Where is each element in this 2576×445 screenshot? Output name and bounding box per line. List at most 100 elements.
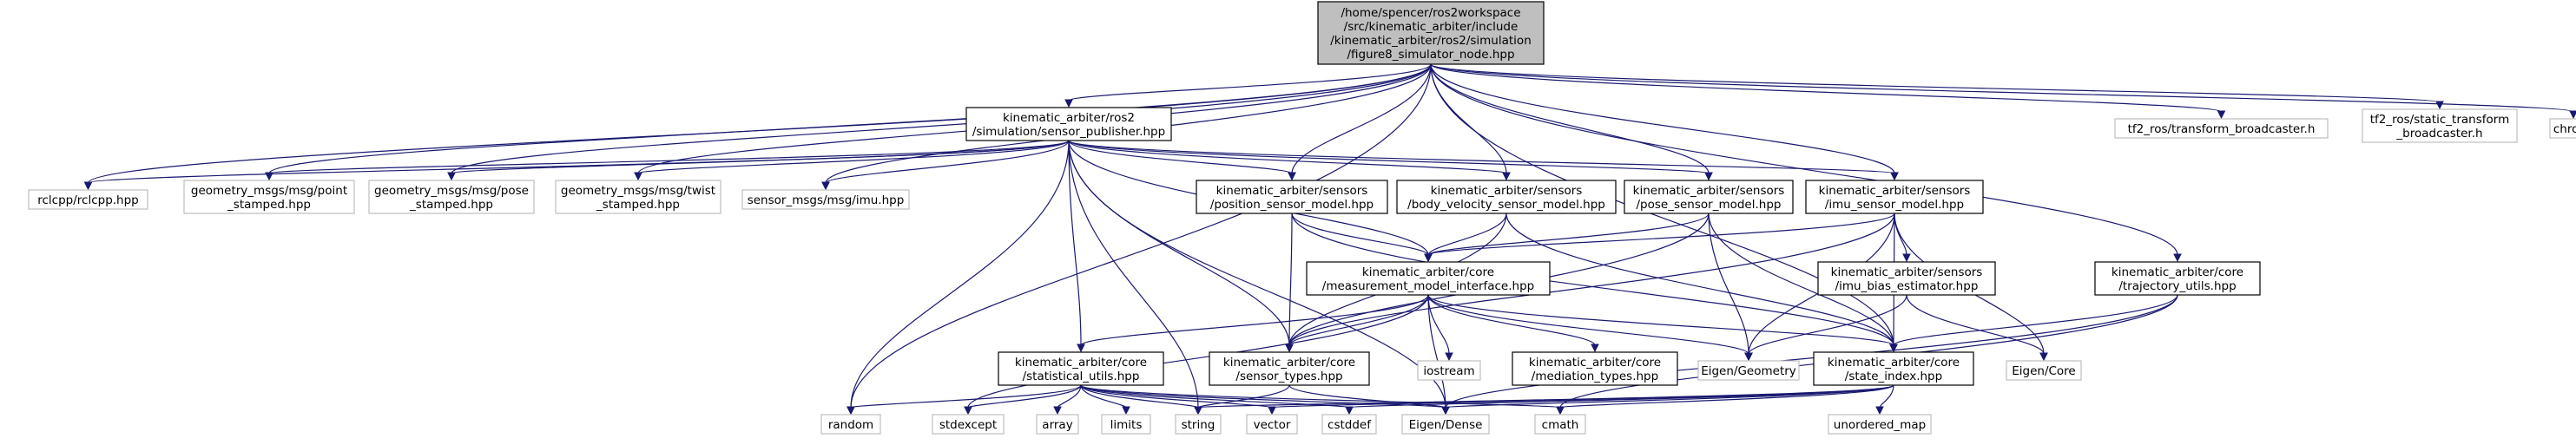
edge-sensor_types-to-eigen_dense (1288, 384, 1446, 409)
node-box (28, 189, 148, 210)
node-pose-stamped: geometry_msgs/msg/pose_stamped.hpp (368, 180, 535, 214)
edge-arrowhead-state_index-to-unordered_map (1875, 406, 1884, 416)
node-label-line: _stamped.hpp (596, 198, 680, 212)
node-sensor-types[interactable]: kinematic_arbiter/core/sensor_types.hpp (1209, 351, 1370, 386)
edge-arrowhead-sensor_publisher-to-pose_stamped (447, 172, 456, 181)
edge-body_velocity_sensor-to-measurement_model (1427, 213, 1507, 256)
edge-arrowhead-sensor_publisher-to-pose_sensor (1704, 172, 1713, 181)
edge-arrowhead-statistical_utils-to-limits (1122, 406, 1130, 416)
edge-root-to-chrono (1430, 63, 2574, 113)
node-box (1175, 414, 1222, 435)
node-label-line: /src/kinematic_arbiter/include (1344, 20, 1519, 34)
node-box (965, 107, 1172, 141)
edge-sensor_publisher-to-imu_msg (825, 140, 1070, 184)
node-box (2362, 108, 2518, 143)
edge-arrowhead-measurement_model-to-iostream (1445, 352, 1453, 362)
node-label-line: kinematic_arbiter/sensors (1431, 184, 1583, 198)
node-box (1101, 414, 1151, 435)
edge-sensor_publisher-to-pose_stamped (451, 140, 1070, 174)
node-label-line: cstddef (1328, 418, 1372, 432)
node-box (2114, 118, 2329, 139)
node-label-line: geometry_msgs/msg/point (191, 184, 347, 198)
node-box (1697, 360, 1800, 381)
node-label-line: kinematic_arbiter/core (1223, 356, 1355, 370)
node-box (1209, 351, 1370, 386)
node-unordered-map: unordered_map (1828, 414, 1932, 435)
node-cmath: cmath (1534, 414, 1586, 435)
edge-statistical_utils-to-cstddef (1080, 384, 1350, 409)
node-state-index[interactable]: kinematic_arbiter/core/state_index.hpp (1813, 351, 1974, 386)
node-body-velocity-sensor[interactable]: kinematic_arbiter/sensors/body_velocity_… (1396, 180, 1617, 214)
node-box (1828, 414, 1932, 435)
node-label-line: kinematic_arbiter/core (2112, 265, 2243, 279)
edge-arrowhead-state_index-to-vector (1268, 406, 1276, 416)
node-pose-sensor[interactable]: kinematic_arbiter/sensors/pose_sensor_mo… (1624, 180, 1794, 214)
node-label-line: _stamped.hpp (227, 198, 311, 212)
edge-arrowhead-trajectory_utils-to-state_index (1889, 344, 1898, 353)
node-box (1817, 261, 1996, 296)
node-label-line: /state_index.hpp (1845, 370, 1942, 383)
node-label-line: kinematic_arbiter/core (1362, 265, 1494, 279)
node-box (1317, 1, 1545, 65)
node-label-line: _broadcaster.h (2395, 127, 2482, 141)
node-box (741, 189, 910, 210)
edge-arrowhead-measurement_model-to-sensor_types (1285, 344, 1294, 353)
node-box (183, 180, 355, 214)
edge-trajectory_utils-to-state_index (1893, 294, 2178, 346)
edge-root-to-tf2_static (1430, 63, 2441, 103)
edge-arrowhead-state_index-to-cstddef (1345, 406, 1354, 416)
edge-statistical_utils-to-vector (1080, 384, 1273, 409)
edge-root-to-point_stamped (268, 63, 1432, 174)
edge-root-to-random (850, 63, 1432, 409)
node-mediation-types[interactable]: kinematic_arbiter/core/mediation_types.h… (1512, 351, 1678, 386)
edge-arrowhead-root-to-tf2_transform (2217, 110, 2226, 120)
node-label-line: /mediation_types.hpp (1532, 370, 1658, 383)
node-box (1036, 414, 1079, 435)
node-label-line: /figure8_simulator_node.hpp (1347, 48, 1514, 62)
node-label-line: /position_sensor_model.hpp (1210, 198, 1374, 212)
node-box (1624, 180, 1794, 214)
node-eigen-core: Eigen/Core (2006, 360, 2082, 381)
edge-arrowhead-sensor_publisher-to-twist_stamped (634, 172, 642, 181)
node-label-line: /imu_sensor_model.hpp (1825, 198, 1964, 212)
edge-state_index-to-cmath (1559, 384, 1894, 409)
node-label-line: cmath (1542, 418, 1579, 432)
node-imu-sensor[interactable]: kinematic_arbiter/sensors/imu_sensor_mod… (1805, 180, 1984, 214)
node-position-sensor[interactable]: kinematic_arbiter/sensors/position_senso… (1196, 180, 1388, 214)
node-box (1196, 180, 1388, 214)
node-label-line: /statistical_utils.hpp (1023, 370, 1140, 383)
node-measurement-model[interactable]: kinematic_arbiter/core/measurement_model… (1306, 261, 1551, 296)
edge-root-to-state_index (1430, 63, 1894, 346)
edge-statistical_utils-to-random (850, 384, 1082, 409)
edge-arrowhead-measurement_model-to-statistical_utils (1077, 344, 1085, 353)
edge-sensor_publisher-to-imu_sensor (1068, 140, 1895, 174)
node-root[interactable]: /home/spencer/ros2workspace/src/kinemati… (1317, 1, 1545, 65)
node-trajectory-utils[interactable]: kinematic_arbiter/core/trajectory_utils.… (2094, 261, 2261, 296)
node-label-line: /imu_bias_estimator.hpp (1835, 279, 1979, 293)
edge-arrowhead-statistical_utils-to-array (1053, 406, 1062, 416)
node-label-line: tf2_ros/static_transform (2370, 113, 2509, 127)
dependency-nodes: /home/spencer/ros2workspace/src/kinemati… (28, 1, 2576, 435)
node-label-line: /pose_sensor_model.hpp (1637, 198, 1782, 212)
edge-measurement_model-to-state_index (1427, 294, 1894, 346)
node-sensor-publisher[interactable]: kinematic_arbiter/ros2/simulation/sensor… (965, 107, 1172, 141)
edge-arrowhead-measurement_model-to-mediation_types (1591, 344, 1599, 353)
node-tf2-transform: tf2_ros/transform_broadcaster.h (2114, 118, 2329, 139)
edge-root-to-sensor_publisher (1068, 63, 1432, 101)
edge-state_index-to-eigen_dense (1445, 384, 1894, 409)
node-label-line: chrono (2553, 122, 2576, 136)
node-box (1246, 414, 1298, 435)
node-label-line: /body_velocity_sensor_model.hpp (1407, 198, 1605, 212)
node-box (2006, 360, 2082, 381)
node-label-line: Eigen/Geometry (1701, 364, 1796, 378)
node-label-line: kinematic_arbiter/core (1529, 356, 1661, 370)
node-statistical-utils[interactable]: kinematic_arbiter/core/statistical_utils… (998, 351, 1164, 386)
edge-root-to-pose_stamped (451, 63, 1432, 174)
edge-sensor_publisher-to-random (850, 140, 1070, 409)
edge-root-to-imu_sensor (1430, 63, 1895, 174)
node-box (2094, 261, 2261, 296)
node-imu-bias[interactable]: kinematic_arbiter/sensors/imu_bias_estim… (1817, 261, 1996, 296)
edge-arrowhead-root-to-sensor_publisher (1064, 99, 1073, 108)
node-box (2549, 118, 2576, 139)
